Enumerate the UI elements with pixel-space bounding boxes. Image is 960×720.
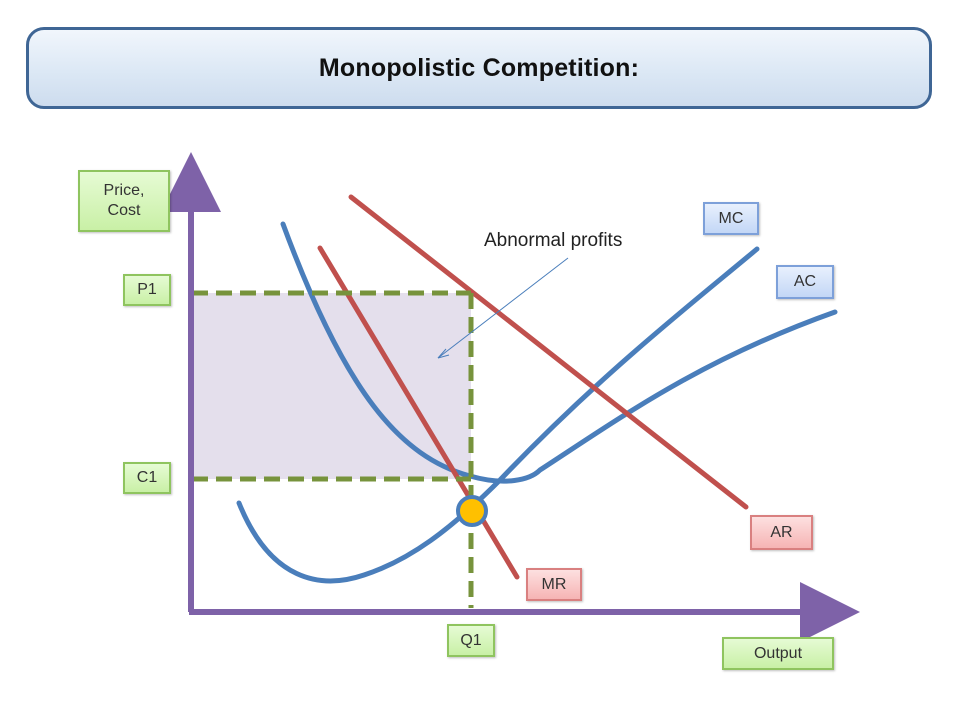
p1-label: P1 [123, 274, 171, 306]
q1-label: Q1 [447, 624, 495, 657]
annotation-arrow [437, 257, 569, 359]
mr-curve [317, 245, 520, 580]
mr-label: MR [526, 568, 582, 601]
ar-label: AR [750, 515, 813, 550]
annotation-arrowhead [437, 348, 450, 359]
x-axis-label: Output [722, 637, 834, 670]
ac-curve [280, 221, 838, 484]
c1-label: C1 [123, 462, 171, 494]
ac-label: AC [776, 265, 834, 299]
abnormal-profit-area [192, 293, 471, 479]
page-title: Monopolistic Competition: [318, 53, 640, 82]
y-axis-label: Price, Cost [78, 170, 170, 232]
equilibrium-point [456, 495, 488, 527]
mc-curve [236, 246, 760, 584]
mc-label: MC [703, 202, 759, 235]
ar-curve [348, 194, 749, 510]
abnormal-profits-annotation: Abnormal profits [484, 230, 623, 251]
title-banner: Monopolistic Competition: [26, 27, 932, 109]
